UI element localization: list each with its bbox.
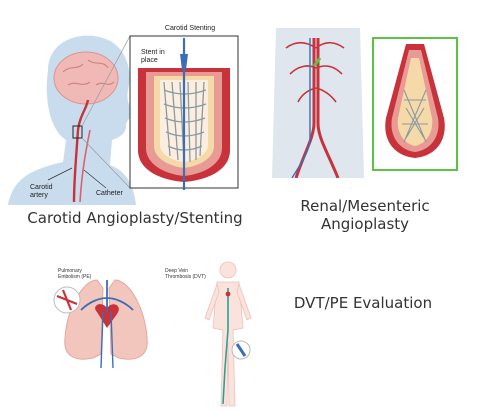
- inset-title: Carotid Stenting: [164, 25, 216, 32]
- right-lung: [108, 279, 148, 360]
- renal-illustration: [268, 28, 468, 178]
- renal-stent-mesh: [402, 89, 428, 143]
- renal-caption-line2: Angioplasty: [320, 215, 410, 233]
- pe-label-line2: Embolism (PE): [58, 274, 92, 280]
- dvt-pe-illustration: [45, 258, 265, 408]
- neck-highlight-box: [72, 125, 83, 139]
- dvt-label-line1: Deep Vein: [165, 268, 189, 274]
- carotid-illustration: [8, 30, 248, 205]
- pe-label-line1: Pulmonary: [58, 268, 82, 274]
- dvt-label-line2: Thrombosis (DVT): [165, 274, 206, 280]
- stent-label: Stent in place: [141, 49, 165, 64]
- catheter-label: Catheter: [96, 190, 123, 197]
- body-figure: [204, 261, 252, 407]
- left-lung: [64, 279, 104, 360]
- renal-caption-line1: Renal/Mesenteric: [300, 197, 430, 215]
- artery-label: Carotid artery: [30, 184, 53, 199]
- brain: [53, 51, 119, 105]
- carotid-caption: Carotid Angioplasty/Stenting: [27, 209, 243, 227]
- dvt-pe-caption: DVT/PE Evaluation: [293, 294, 433, 312]
- carotid-artery-line: [72, 99, 90, 203]
- deep-vein: [222, 288, 229, 405]
- heart: [95, 304, 119, 328]
